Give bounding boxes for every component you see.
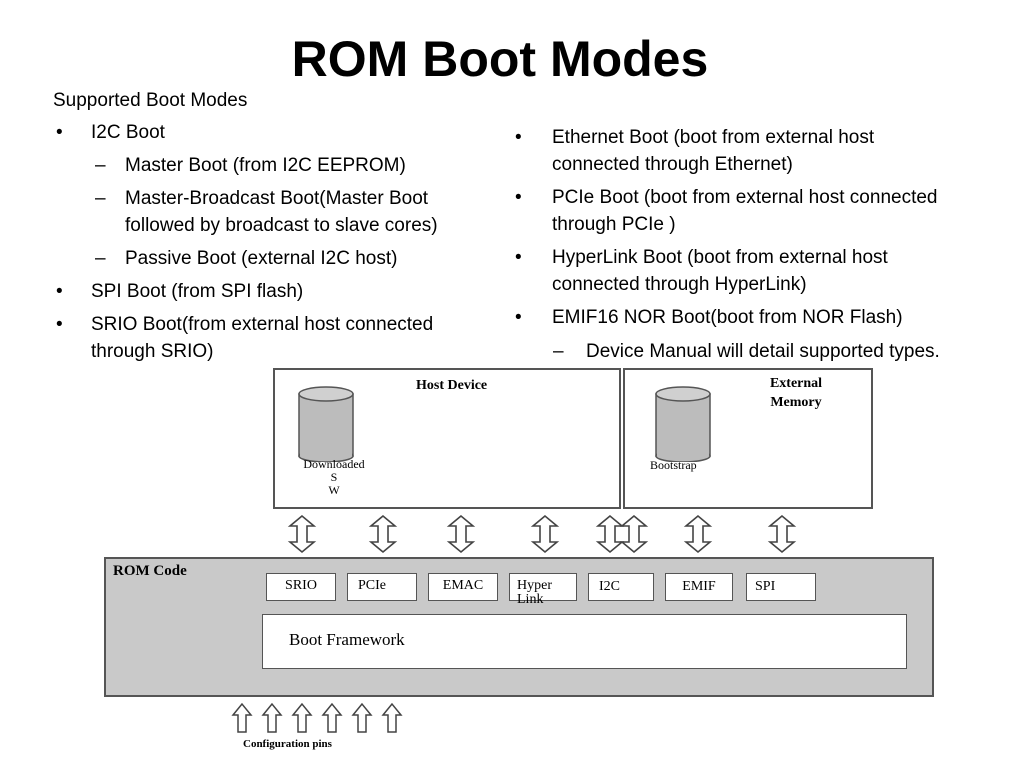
- bullet-icon: •: [56, 281, 63, 302]
- emif16-boot-item: EMIF16 NOR Boot(boot from NOR Flash): [552, 307, 903, 328]
- pcie-boot-line2: through PCIe ): [552, 214, 676, 235]
- double-arrow-icon: [597, 515, 623, 553]
- bullet-icon: •: [56, 122, 63, 143]
- up-arrow-icon: [232, 703, 252, 733]
- up-arrow-icon: [262, 703, 282, 733]
- srio-boot-line1: SRIO Boot(from external host connected: [91, 314, 434, 335]
- emif-module: EMIF: [665, 573, 733, 601]
- bootstrap-label: Bootstrap: [650, 458, 697, 472]
- spi-boot-item: SPI Boot (from SPI flash): [91, 281, 304, 302]
- database-icon: [298, 386, 354, 462]
- master-broadcast-line1: Master-Broadcast Boot(Master Boot: [125, 188, 429, 209]
- ethernet-boot-line2: connected through Ethernet): [552, 154, 793, 175]
- master-broadcast-line2: followed by broadcast to slave cores): [125, 215, 438, 236]
- label-line: Memory: [770, 395, 822, 410]
- label-line: S: [330, 470, 338, 484]
- label-line: Hyper: [517, 578, 552, 593]
- dash-icon: –: [95, 248, 106, 269]
- dash-icon: –: [95, 155, 106, 176]
- double-arrow-icon: [769, 515, 795, 553]
- external-memory-title: External Memory: [746, 374, 846, 412]
- rom-code-title: ROM Code: [113, 563, 187, 579]
- double-arrow-icon: [621, 515, 647, 553]
- bullet-icon: •: [515, 247, 522, 268]
- configuration-pins-label: Configuration pins: [243, 738, 332, 750]
- bullet-icon: •: [515, 127, 522, 148]
- label-line: Link: [517, 592, 544, 607]
- double-arrow-icon: [448, 515, 474, 553]
- double-arrow-icon: [289, 515, 315, 553]
- dash-icon: –: [553, 341, 564, 362]
- double-arrow-icon: [685, 515, 711, 553]
- srio-boot-line2: through SRIO): [91, 341, 214, 362]
- label-line: Downloaded: [303, 457, 365, 471]
- hyperlink-module: Hyper Link: [509, 573, 577, 607]
- pcie-boot-line1: PCIe Boot (boot from external host conne…: [552, 187, 938, 208]
- up-arrow-icon: [382, 703, 402, 733]
- downloaded-sw-label: Downloaded S W: [286, 458, 382, 497]
- i2c-boot-item: I2C Boot: [91, 122, 165, 143]
- srio-module: SRIO: [266, 573, 336, 601]
- bullet-icon: •: [515, 187, 522, 208]
- up-arrow-icon: [292, 703, 312, 733]
- emac-module: EMAC: [428, 573, 498, 601]
- up-arrow-icon: [322, 703, 342, 733]
- label-line: W: [328, 483, 340, 497]
- dash-icon: –: [95, 188, 106, 209]
- double-arrow-icon: [532, 515, 558, 553]
- spi-module: SPI: [746, 573, 816, 601]
- host-device-title: Host Device: [416, 378, 488, 393]
- bullet-icon: •: [515, 307, 522, 328]
- supported-modes-heading: Supported Boot Modes: [53, 90, 248, 111]
- label-line: External: [769, 376, 823, 391]
- pcie-module: PCIe: [347, 573, 417, 601]
- hyperlink-boot-line1: HyperLink Boot (boot from external host: [552, 247, 888, 268]
- double-arrow-icon: [370, 515, 396, 553]
- i2c-module: I2C: [588, 573, 654, 601]
- bullet-icon: •: [56, 314, 63, 335]
- boot-framework-box: Boot Framework: [262, 614, 907, 669]
- passive-boot-item: Passive Boot (external I2C host): [125, 248, 398, 269]
- database-icon: [655, 386, 711, 462]
- hyperlink-boot-line2: connected through HyperLink): [552, 274, 807, 295]
- up-arrow-icon: [352, 703, 372, 733]
- master-boot-item: Master Boot (from I2C EEPROM): [125, 155, 406, 176]
- device-manual-note: Device Manual will detail supported type…: [586, 341, 940, 362]
- page-title: ROM Boot Modes: [291, 31, 709, 87]
- ethernet-boot-line1: Ethernet Boot (boot from external host: [552, 127, 875, 148]
